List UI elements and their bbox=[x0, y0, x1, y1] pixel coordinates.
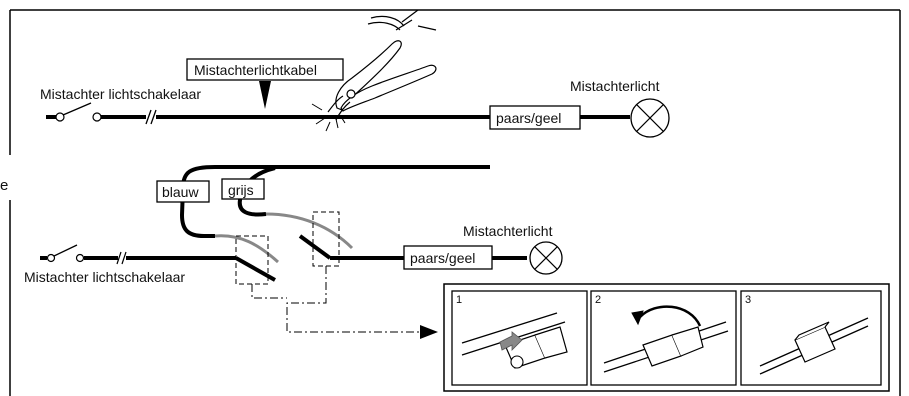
top-switch-contact-left bbox=[55, 112, 65, 122]
bottom-switch-contact-right bbox=[75, 253, 85, 263]
harness-blue-wire bbox=[179, 165, 490, 238]
top-switch-contact-right bbox=[92, 112, 102, 122]
grey-label: grijs bbox=[228, 182, 254, 198]
top-lamp-label: Mistachterlicht bbox=[570, 78, 660, 94]
step-2: 2 bbox=[590, 290, 737, 386]
bottom-wire-cut-end-left bbox=[235, 256, 276, 282]
bottom-wire-cut-end-right bbox=[298, 234, 332, 260]
bottom-lamp-cross bbox=[534, 246, 558, 270]
step-1: 1 bbox=[451, 290, 588, 386]
step-1-number: 1 bbox=[456, 294, 462, 306]
step-3-closed-connector-icon bbox=[794, 326, 836, 363]
step-2-connector-flap bbox=[671, 326, 704, 357]
step-2-fold-arrow-icon bbox=[631, 310, 644, 326]
cable-label-box bbox=[186, 58, 344, 81]
bottom-wire-label: paars/geel bbox=[410, 250, 475, 266]
step-3: 3 bbox=[740, 290, 882, 386]
bottom-wire-break bbox=[116, 251, 127, 265]
detail-panel: 1 2 3 bbox=[443, 283, 890, 392]
step-1-insert-arrow-icon bbox=[499, 331, 523, 351]
cable-pointer-icon bbox=[259, 81, 271, 109]
harness-blue-lead bbox=[214, 234, 280, 264]
detail-arrow-icon bbox=[420, 325, 438, 339]
bottom-switch-label: Mistachter lichtschakelaar bbox=[24, 269, 185, 285]
top-lamp-cross bbox=[636, 104, 664, 132]
cable-label: Mistachterlichtkabel bbox=[194, 62, 317, 78]
step-2-fold-arrow bbox=[639, 305, 702, 327]
pliers-icon bbox=[311, 9, 437, 132]
step-3-number: 3 bbox=[745, 294, 751, 306]
bottom-switch-contact-left bbox=[46, 253, 56, 263]
blue-label-box bbox=[156, 180, 210, 203]
top-switch-label: Mistachter lichtschakelaar bbox=[40, 86, 201, 102]
bottom-circuit: paars/geel Mistachterlicht Mistachter li… bbox=[24, 165, 563, 339]
bottom-switch-lever bbox=[53, 244, 78, 257]
edge-text: e bbox=[0, 177, 8, 194]
blue-label: blauw bbox=[162, 184, 199, 200]
step-1-connector-end bbox=[510, 355, 524, 369]
top-wire-break bbox=[145, 109, 157, 125]
step-1-wire-a bbox=[461, 312, 558, 344]
detail-leader-line bbox=[251, 266, 420, 333]
step-3-connector-top bbox=[794, 321, 830, 341]
harness-grey-wire bbox=[237, 166, 276, 217]
top-wire-label: paars/geel bbox=[496, 110, 561, 126]
step-1-connector-flap bbox=[534, 326, 568, 359]
bottom-lamp-label: Mistachterlicht bbox=[463, 223, 553, 239]
harness-grey-lead bbox=[265, 212, 354, 250]
step-2-number: 2 bbox=[595, 294, 601, 306]
top-switch-lever bbox=[62, 102, 92, 116]
top-circuit: paars/geel Mistachterlicht Mistachter li… bbox=[40, 9, 670, 138]
grey-label-box bbox=[221, 178, 265, 200]
